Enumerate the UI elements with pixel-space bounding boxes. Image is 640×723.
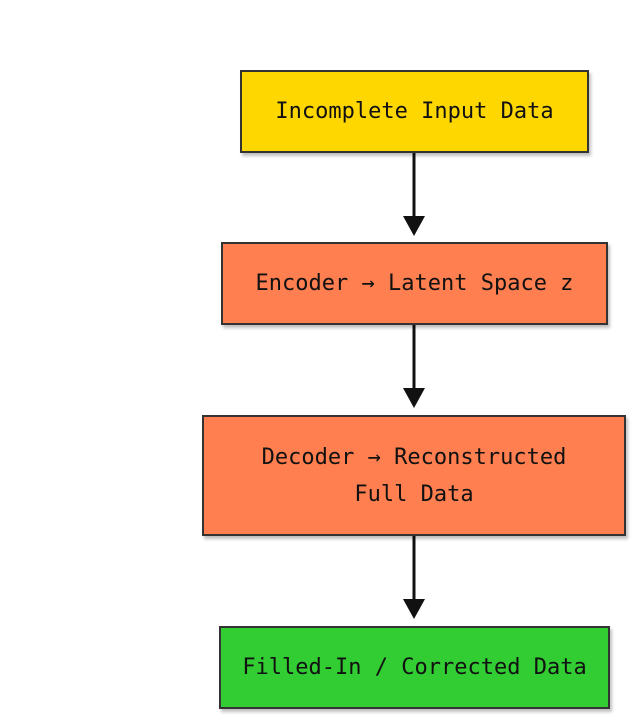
- node-filled-in-corrected-data: Filled-In / Corrected Data: [219, 626, 610, 709]
- node-decoder: Decoder → Reconstructed Full Data: [202, 415, 626, 536]
- node-encoder: Encoder → Latent Space z: [221, 242, 608, 325]
- arrow-encoder-to-decoder: [403, 325, 425, 408]
- node-label-line-2: Full Data: [354, 481, 474, 507]
- node-label: Incomplete Input Data: [275, 99, 554, 124]
- node-label-line-1: Decoder → Reconstructed: [261, 444, 567, 470]
- node-incomplete-input-data: Incomplete Input Data: [240, 70, 589, 153]
- node-label: Filled-In / Corrected Data: [242, 655, 587, 680]
- arrow-input-to-encoder: [403, 153, 425, 236]
- node-label: Encoder → Latent Space z: [255, 271, 574, 296]
- arrow-decoder-to-output: [403, 536, 425, 619]
